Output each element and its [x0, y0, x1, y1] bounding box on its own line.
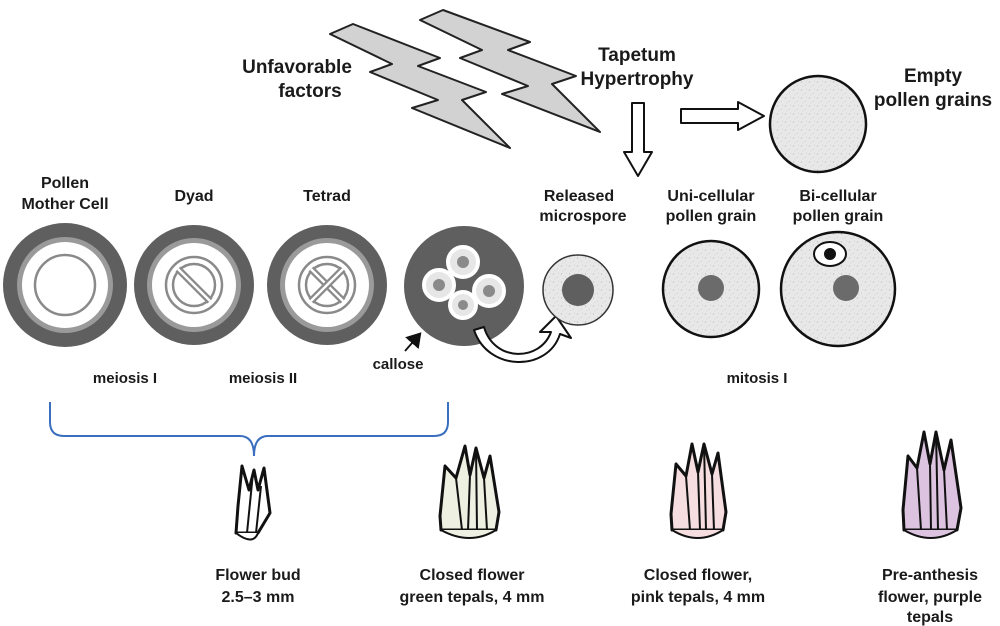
flower-2-caption-2: green tepals, 4 mm [400, 589, 545, 606]
green-flower-icon [438, 444, 501, 539]
unicell-label: Uni-cellular [667, 188, 754, 205]
right-arrow-icon [680, 101, 765, 131]
meiosis-2-label: meiosis II [229, 370, 297, 387]
bicell-label: Bi-cellular [799, 188, 876, 205]
lightning-bolt-icon [419, 9, 601, 133]
pmc-label-2: Mother Cell [21, 196, 108, 213]
empty-pollen-grain [768, 74, 868, 174]
meiosis-1-label: meiosis I [93, 370, 157, 387]
pink-flower-icon [669, 442, 728, 539]
unicell-label-2: pollen grain [666, 208, 757, 225]
flower-1-caption: Flower bud [215, 567, 300, 584]
pollen-mother-cell [3, 223, 127, 347]
mitosis-1-label: mitosis I [727, 370, 788, 387]
empty-grains-label-2: pollen grains [874, 90, 992, 111]
factors-label: Unfavorable [242, 57, 352, 78]
bicell-label-2: pollen grain [793, 208, 884, 225]
purple-flower-icon [901, 430, 963, 539]
tapetum-label: Tapetum [598, 45, 676, 66]
down-arrow-icon [623, 102, 653, 177]
empty-grains-label: Empty [904, 66, 963, 87]
tetrad-label: Tetrad [303, 188, 351, 205]
microspore-tetrad [404, 226, 524, 346]
callose-label: callose [373, 356, 424, 373]
bicellular-pollen-grain [779, 230, 897, 348]
unicellular-pollen-grain [661, 239, 761, 339]
flower-4-caption-2: flower, purple [878, 589, 982, 606]
flower-1-caption-2: 2.5–3 mm [222, 589, 295, 606]
released-label-2: microspore [539, 208, 626, 225]
release-arrow-icon [473, 315, 572, 363]
released-microspore [542, 254, 614, 326]
dyad-label: Dyad [174, 188, 213, 205]
stage-bracket [49, 402, 449, 457]
tapetum-label-2: Hypertrophy [581, 69, 694, 90]
lightning-bolt-icon [329, 23, 511, 149]
dyad-cell [134, 225, 254, 345]
flower-2-caption: Closed flower [420, 567, 525, 584]
callose-arrow [404, 332, 422, 352]
flower-bud-icon [234, 464, 272, 541]
tetrad-cell [267, 225, 387, 345]
flower-4-caption: Pre-anthesis [882, 567, 978, 584]
flower-3-caption: Closed flower, [644, 567, 752, 584]
flower-4-caption-3: tepals [907, 609, 953, 626]
pmc-label: Pollen [41, 175, 89, 192]
flower-3-caption-2: pink tepals, 4 mm [631, 589, 765, 606]
factors-label-2: factors [278, 81, 341, 102]
released-label: Released [544, 188, 614, 205]
